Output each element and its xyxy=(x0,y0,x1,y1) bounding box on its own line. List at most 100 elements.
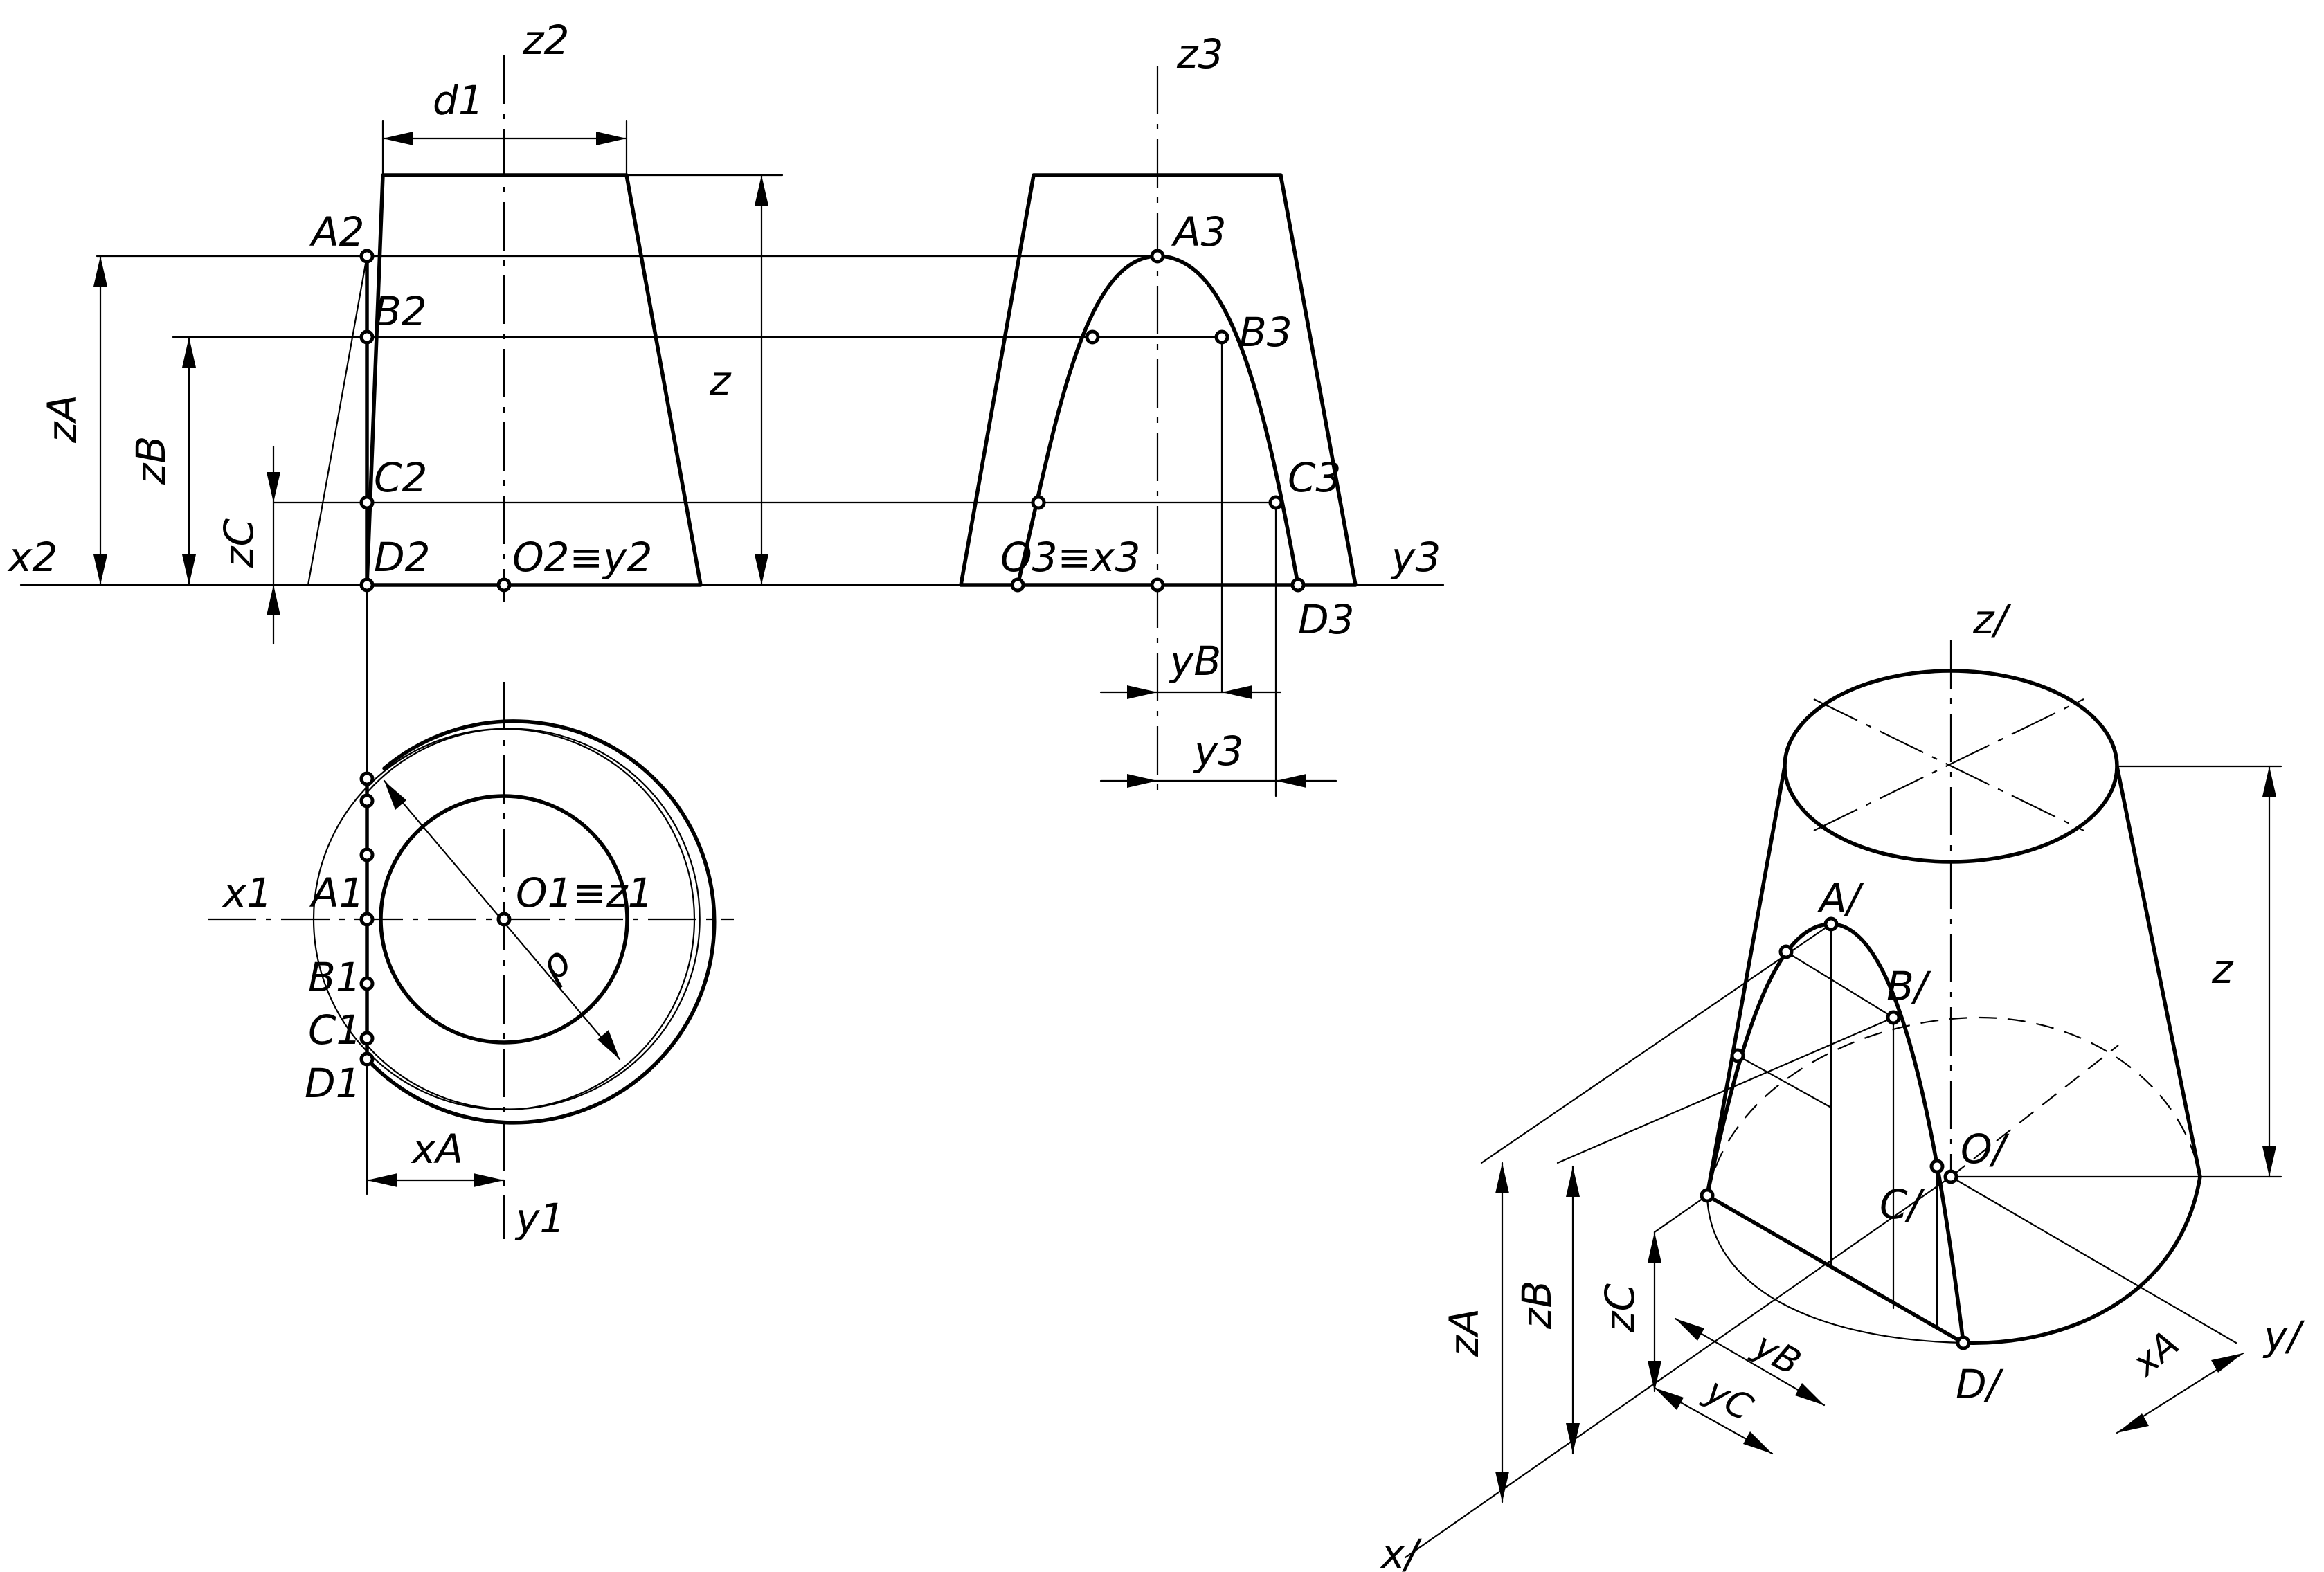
point-iso-d-sym xyxy=(1700,1188,1715,1203)
iso-zB-arrows xyxy=(1566,1166,1580,1454)
point-O3 xyxy=(1150,577,1165,593)
zB-arrows xyxy=(182,337,196,585)
zC-arrows xyxy=(267,472,280,615)
point-C3-symmetric xyxy=(1031,495,1046,510)
iso-xA-arrows xyxy=(2117,1353,2243,1433)
point-C1 xyxy=(359,1031,375,1046)
top-view: x1 y1 A1 B1 C1 D1 O1≡z1 ρ xA xyxy=(208,682,734,1242)
xA-arrows xyxy=(367,1173,504,1187)
label-Ci: C/ xyxy=(1880,1181,1925,1228)
label-d1: d1 xyxy=(433,77,484,124)
label-A1: A1 xyxy=(309,869,365,916)
point-D2 xyxy=(359,577,375,593)
point-iso-c-sym xyxy=(1730,1048,1745,1063)
top-rho-circle xyxy=(366,728,701,1110)
label-z-iso: z xyxy=(2211,946,2234,993)
label-xA: xA xyxy=(411,1126,463,1173)
yB-arrows xyxy=(1127,685,1252,699)
iso-left-generatrix xyxy=(1705,764,1787,1198)
iso-yC-arrows xyxy=(1655,1388,1772,1454)
point-C2 xyxy=(359,495,375,510)
label-z2: z2 xyxy=(522,17,569,64)
label-B1: B1 xyxy=(308,954,361,1001)
label-B2: B2 xyxy=(374,288,427,335)
point-B1 xyxy=(359,976,375,991)
point-top-2 xyxy=(359,793,375,808)
label-D3: D3 xyxy=(1298,596,1355,643)
label-yC-iso: yC xyxy=(1697,1369,1760,1429)
point-A2 xyxy=(359,249,375,264)
front-view: z2 x2 d1 z zA zB zC A2 B2 C2 D2 O2≡y2 xyxy=(7,17,1445,1185)
iso-construct-d-diagonal xyxy=(1653,1194,1709,1234)
label-O3: O3≡x3 xyxy=(1000,534,1140,581)
point-C3 xyxy=(1268,495,1283,510)
iso-y-axis xyxy=(1949,1175,2237,1344)
iso-right-generatrix xyxy=(2115,764,2202,1179)
iso-bottom-visible-arc xyxy=(1961,1175,2202,1345)
iso-section-base-line xyxy=(1705,1193,1965,1345)
point-Di xyxy=(1956,1335,1971,1350)
iso-construct-b-diagonal xyxy=(1556,1016,1895,1164)
label-zA-iso: zA xyxy=(1441,1308,1488,1357)
iso-construct-c-horizontal xyxy=(1736,1054,1832,1109)
label-xA-iso: xA xyxy=(2124,1323,2187,1385)
point-top-3 xyxy=(359,847,375,862)
label-zA: zA xyxy=(39,395,86,444)
iso-construct-a-diagonal xyxy=(1480,923,1832,1164)
point-D1 xyxy=(359,1051,375,1067)
point-iso-b-sym xyxy=(1778,944,1794,959)
label-D1: D1 xyxy=(305,1060,361,1107)
label-yB: yB xyxy=(1169,638,1221,685)
point-D3-symmetric xyxy=(1010,577,1025,593)
point-B2 xyxy=(359,329,375,345)
label-y1: y1 xyxy=(514,1195,565,1242)
iso-bottom-front-thin-arc xyxy=(1706,1194,1965,1344)
point-O2 xyxy=(496,577,512,593)
label-Di: D/ xyxy=(1956,1361,2004,1408)
iso-yB-arrows xyxy=(1675,1319,1824,1405)
point-B3 xyxy=(1214,329,1229,345)
label-xi: x/ xyxy=(1380,1530,1422,1572)
point-O1 xyxy=(496,912,512,927)
label-D2: D2 xyxy=(374,534,431,581)
label-A3: A3 xyxy=(1171,208,1227,255)
point-top-1 xyxy=(359,771,375,786)
label-O1: O1≡z1 xyxy=(516,869,654,916)
label-C3: C3 xyxy=(1288,454,1341,501)
point-Ci xyxy=(1929,1159,1945,1174)
label-yi: y/ xyxy=(2262,1312,2305,1359)
iso-x-axis xyxy=(1404,1175,1952,1559)
label-zC: zC xyxy=(215,518,262,568)
point-D3 xyxy=(1290,577,1306,593)
label-z-front: z xyxy=(709,357,732,404)
label-Bi: B/ xyxy=(1886,963,1931,1010)
generatrix-line xyxy=(307,255,368,586)
top-outer-arc xyxy=(365,719,717,1125)
point-Ai xyxy=(1823,916,1839,932)
side-view: z3 y3 A3 B3 C3 D3 O3≡x3 yB y3 xyxy=(959,30,1441,797)
label-z3: z3 xyxy=(1176,30,1223,78)
iso-construct-b-horizontal xyxy=(1785,950,1895,1019)
front-cone-outline xyxy=(365,173,703,587)
d1-arrows xyxy=(383,132,627,145)
iso-top-axis-2 xyxy=(1813,698,2084,831)
label-A2: A2 xyxy=(309,208,365,255)
label-yB-iso: yB xyxy=(1746,1324,1808,1384)
point-B3-symmetric xyxy=(1085,329,1100,345)
iso-bottom-hidden-arc xyxy=(1706,1016,2201,1196)
label-zB: zB xyxy=(127,436,174,485)
top-inner-circle xyxy=(379,794,629,1045)
label-y3-dim: y3 xyxy=(1193,728,1243,775)
label-zC-iso: zC xyxy=(1596,1283,1643,1333)
side-cone-outline xyxy=(959,173,1358,587)
label-x2: x2 xyxy=(7,534,57,581)
label-zB-iso: zB xyxy=(1513,1281,1560,1330)
label-y3: y3 xyxy=(1390,534,1441,581)
point-A1 xyxy=(359,912,375,927)
point-Oi xyxy=(1943,1169,1958,1184)
label-x1: x1 xyxy=(222,869,272,916)
label-Ai: A/ xyxy=(1817,875,1864,922)
label-zi: z/ xyxy=(1972,596,2011,643)
point-A3 xyxy=(1150,249,1165,264)
